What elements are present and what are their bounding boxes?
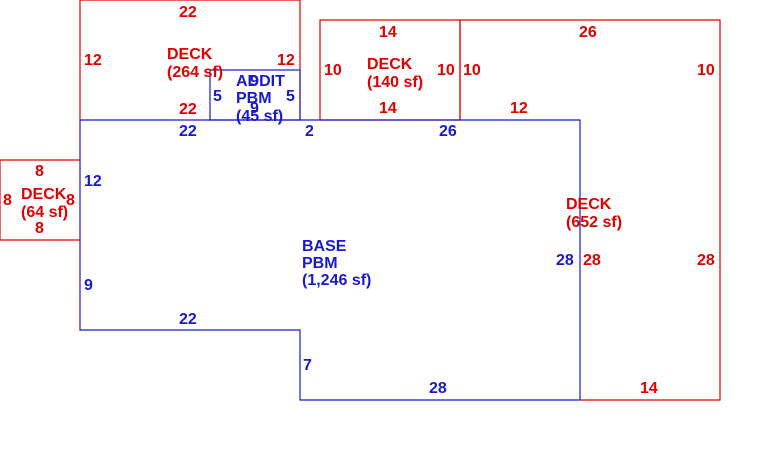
dim-addit-bottom: 9: [250, 100, 259, 117]
dim-deck-tm-top: 14: [379, 24, 397, 41]
dim-base-bottom-left: 22: [179, 311, 197, 328]
addition-name-line2: PBM: [236, 90, 272, 107]
dim-deck-l-left: 8: [3, 192, 12, 209]
base-area: (1,246 sf): [302, 272, 371, 289]
deck-top-left-area: (264 sf): [167, 64, 223, 81]
dim-addit-top: 9: [250, 73, 259, 90]
dim-deck-tm-left: 10: [324, 62, 342, 79]
dim-deck-tm-right: 10: [437, 62, 455, 79]
deck-right-outline: [459, 19, 721, 401]
dim-deck-r-bottom: 14: [640, 380, 658, 397]
dim-addit-left: 5: [213, 88, 222, 105]
dim-deck-r-side-right: 28: [697, 252, 715, 269]
dim-deck-r-mid: 12: [510, 100, 528, 117]
dim-base-top-gap: 2: [305, 123, 314, 140]
dim-deck-l-bottom: 8: [35, 220, 44, 237]
addition-area: (45 sf): [236, 108, 283, 125]
dim-base-right: 28: [556, 252, 574, 269]
dim-base-left-lower: 9: [84, 277, 93, 294]
dim-base-top-right: 26: [439, 123, 457, 140]
dim-base-bottom-right: 28: [429, 380, 447, 397]
dim-deck-r-side-left: 28: [583, 252, 601, 269]
dim-deck-r-top: 26: [579, 24, 597, 41]
dim-deck-l-right: 8: [66, 192, 75, 209]
dim-deck-tl-right: 12: [277, 52, 295, 69]
dim-base-left-upper: 12: [84, 173, 102, 190]
dim-deck-tl-bottom: 22: [179, 101, 197, 118]
dim-deck-tm-bottom: 14: [379, 100, 397, 117]
dim-deck-tl-top: 22: [179, 4, 197, 21]
base-outline: [79, 119, 581, 401]
deck-top-mid-area: (140 sf): [367, 74, 423, 91]
dim-deck-r-right: 10: [697, 62, 715, 79]
dim-deck-r-left: 10: [463, 62, 481, 79]
deck-top-left-name: DECK: [167, 46, 213, 63]
deck-right-name: DECK: [566, 196, 612, 213]
dim-base-step: 7: [303, 357, 312, 374]
deck-left-outline: [0, 159, 80, 241]
dim-base-top-left: 22: [179, 123, 197, 140]
deck-top-mid-name: DECK: [367, 56, 413, 73]
dim-deck-l-top: 8: [35, 163, 44, 180]
addition-name-line1: ADDIT: [236, 73, 285, 90]
deck-left-name: DECK: [21, 186, 67, 203]
dim-addit-right: 5: [286, 88, 295, 105]
base-name-line2: PBM: [302, 255, 338, 272]
dim-deck-tl-left: 12: [84, 52, 102, 69]
base-name-line1: BASE: [302, 238, 347, 255]
deck-left-area: (64 sf): [21, 204, 68, 221]
deck-right-area: (652 sf): [566, 214, 622, 231]
deck-top-left-outline: [79, 0, 301, 120]
